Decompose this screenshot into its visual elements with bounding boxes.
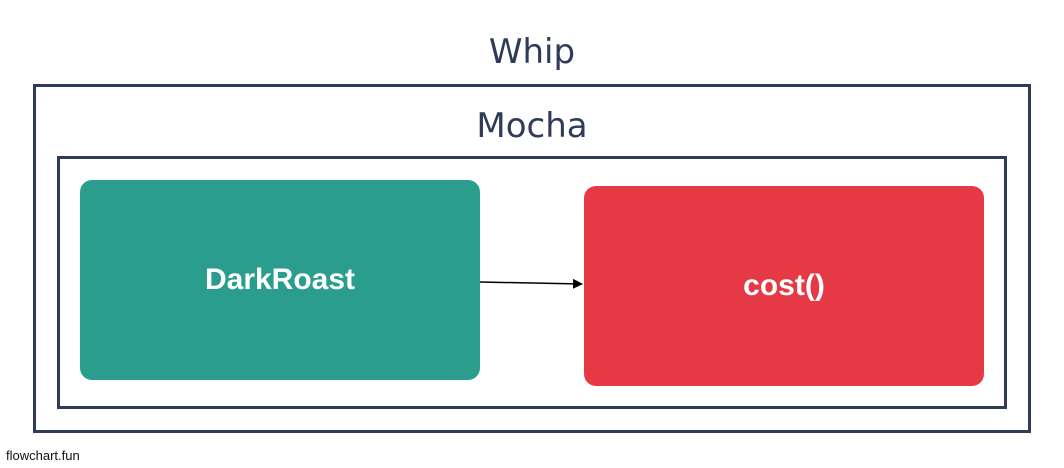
inner-group-box xyxy=(57,156,1007,409)
node-cost[interactable]: cost() xyxy=(584,186,984,386)
inner-group-label: Mocha xyxy=(476,106,588,146)
outer-group-box xyxy=(33,84,1031,433)
watermark-text: flowchart.fun xyxy=(6,448,80,463)
node-darkroast[interactable]: DarkRoast xyxy=(80,180,480,380)
node-cost-label: cost() xyxy=(743,269,825,302)
node-darkroast-label: DarkRoast xyxy=(204,263,356,296)
outer-group-label: Whip xyxy=(488,32,576,72)
